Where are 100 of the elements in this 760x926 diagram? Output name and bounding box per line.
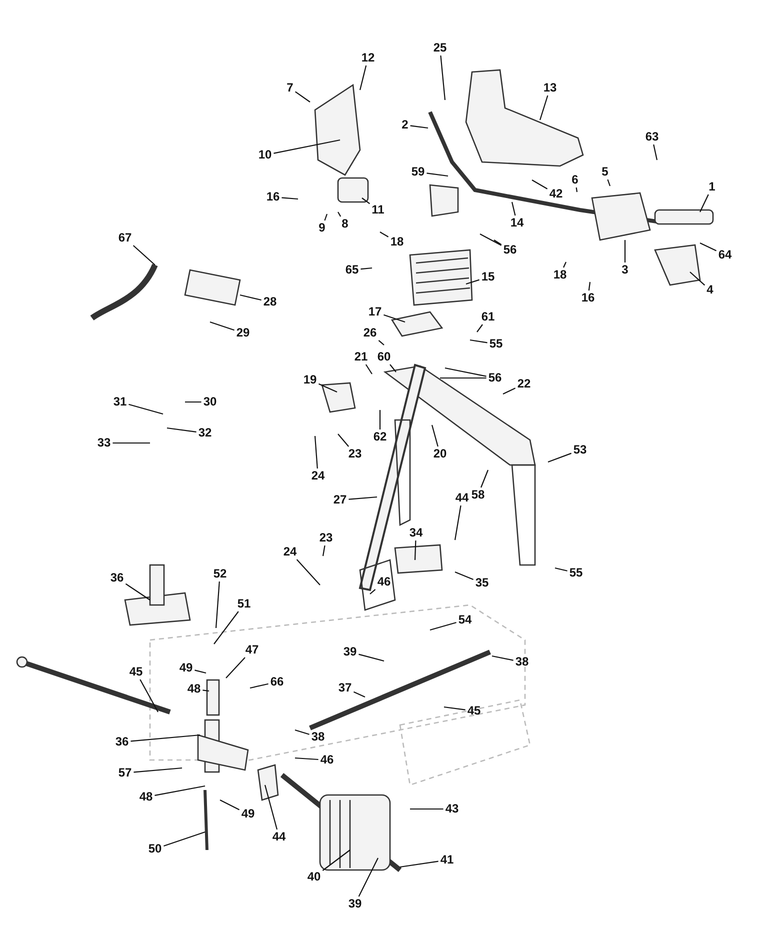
leader-line: [470, 339, 488, 344]
leader-line: [362, 198, 370, 204]
leader-line: [132, 245, 156, 266]
leader-line: [379, 410, 381, 430]
leader-line: [112, 442, 150, 444]
leader-line: [220, 800, 240, 810]
callout-number: 67: [118, 232, 132, 244]
leader-line: [214, 611, 239, 644]
callout-number: 55: [569, 566, 583, 580]
leader-line: [426, 172, 448, 177]
callout-number: 17: [368, 306, 382, 318]
callout-number: 55: [489, 338, 503, 350]
callout-number: 6: [572, 174, 578, 186]
callout-number: 10: [258, 148, 272, 162]
callout-number: 50: [148, 842, 162, 856]
leader-line: [166, 427, 196, 432]
callout-number: 20: [433, 448, 447, 460]
leader-line: [444, 367, 486, 377]
callout-number: 44: [272, 830, 286, 844]
leader-line: [480, 470, 489, 488]
leader-line: [494, 240, 502, 246]
leader-line: [338, 212, 342, 217]
leader-line: [274, 139, 340, 154]
leader-line: [140, 679, 158, 712]
callout-number: 30: [203, 396, 217, 408]
callout-number: 44: [455, 492, 469, 504]
callout-number: 13: [543, 82, 557, 94]
callout-number: 21: [354, 350, 368, 364]
callout-number: 61: [481, 310, 495, 324]
callout-number: 16: [266, 190, 280, 204]
leader-line: [322, 850, 350, 871]
leader-line: [194, 670, 206, 674]
leader-line: [554, 567, 568, 572]
leader-line: [444, 706, 466, 710]
callout-number: 37: [338, 682, 352, 694]
callout-number: 36: [110, 572, 124, 584]
callout-number: 33: [97, 436, 111, 450]
leader-line: [700, 194, 709, 212]
callout-number: 29: [236, 326, 250, 340]
leader-line: [264, 784, 278, 830]
leader-line: [324, 214, 328, 221]
leader-line: [250, 683, 268, 689]
leader-line: [294, 757, 318, 760]
leader-line: [338, 434, 350, 447]
callout-number: 31: [113, 396, 127, 408]
callout-number: 23: [319, 532, 333, 544]
callout-number: 64: [718, 248, 732, 262]
callout-number: 38: [311, 730, 325, 744]
leader-line: [296, 559, 320, 586]
leader-line: [282, 197, 298, 200]
leader-line: [353, 691, 366, 698]
leader-line: [358, 858, 378, 897]
leader-line: [125, 583, 150, 600]
leader-line: [226, 657, 246, 678]
callout-number: 35: [475, 576, 489, 590]
callout-number: 16: [581, 292, 595, 304]
callout-number: 25: [433, 42, 447, 54]
leader-line: [653, 144, 658, 160]
leader-line: [700, 242, 717, 252]
callout-number: 53: [573, 444, 587, 456]
leader-line: [384, 314, 406, 323]
callout-number: 46: [377, 576, 391, 588]
callout-number: 14: [510, 216, 524, 230]
leader-line: [532, 180, 548, 190]
leader-line: [480, 234, 502, 246]
callout-number: 47: [245, 644, 259, 656]
callout-number: 45: [129, 666, 143, 678]
leader-line: [378, 340, 384, 346]
leader-line: [410, 808, 444, 810]
leader-line: [400, 860, 438, 868]
callout-number: 56: [488, 372, 502, 384]
leader-line: [164, 831, 206, 847]
leader-line: [466, 279, 480, 285]
callout-number: 18: [390, 236, 404, 248]
leader-line: [576, 187, 578, 192]
callout-number: 49: [179, 662, 193, 674]
callout-number: 22: [517, 378, 531, 390]
leader-line: [185, 401, 202, 403]
callout-number: 65: [345, 264, 359, 276]
callout-number: 11: [372, 204, 384, 216]
leader-line: [294, 729, 310, 735]
leader-line: [454, 505, 462, 540]
callout-number: 32: [198, 426, 212, 440]
leader-line: [454, 572, 474, 580]
leader-line: [210, 321, 234, 331]
leader-line: [154, 785, 206, 796]
callout-number: 51: [237, 598, 251, 610]
callout-number: 4: [706, 284, 714, 296]
leader-line: [358, 654, 384, 662]
leader-line: [431, 424, 438, 447]
leader-line: [414, 540, 416, 560]
callout-number: 43: [445, 802, 459, 816]
callout-number: 56: [503, 244, 517, 256]
callout-number: 3: [622, 264, 628, 276]
callout-number: 24: [283, 546, 297, 558]
callout-number: 39: [343, 646, 357, 658]
callout-number: 45: [467, 704, 481, 718]
leader-line: [134, 767, 182, 773]
callout-number: 1: [708, 180, 716, 194]
leader-line: [294, 91, 310, 102]
